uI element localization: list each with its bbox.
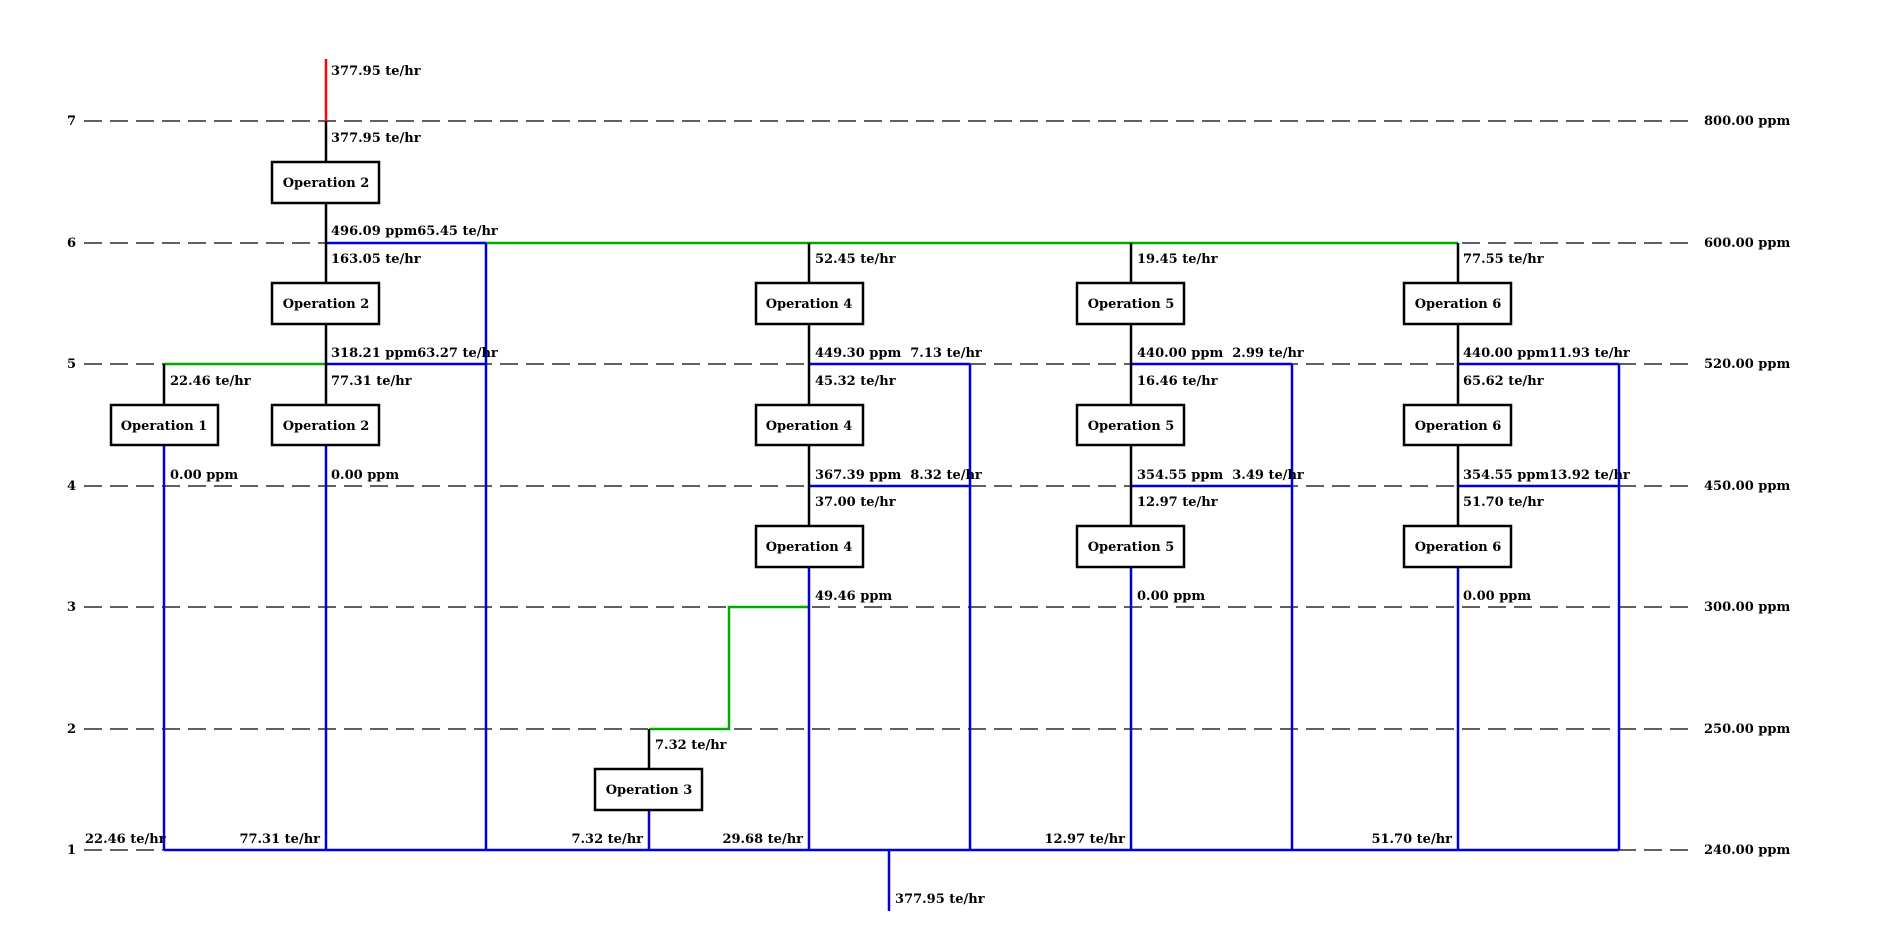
level-concentration: 600.00 ppm <box>1704 236 1790 251</box>
level-concentration-labels: 800.00 ppm 600.00 ppm 520.00 ppm 450.00 … <box>1704 114 1790 858</box>
flow-label: 163.05 te/hr <box>331 252 421 267</box>
flow-label: 12.97 te/hr <box>1137 495 1218 510</box>
flow-label: 440.00 ppm 2.99 te/hr <box>1137 346 1304 361</box>
flow-labels: 377.95 te/hr 377.95 te/hr 496.09 ppm65.4… <box>85 64 1630 907</box>
level-index: 6 <box>67 236 76 251</box>
flow-label: 45.32 te/hr <box>815 374 896 389</box>
flow-label: 22.46 te/hr <box>170 374 251 389</box>
operation-label: Operation 5 <box>1088 297 1175 312</box>
operation-node[interactable]: Operation 4 <box>754 524 865 569</box>
flow-label: 49.46 ppm <box>815 589 892 604</box>
level-index: 2 <box>67 722 76 737</box>
flow-label: 377.95 te/hr <box>331 64 421 79</box>
operation-node[interactable]: Operation 4 <box>754 281 865 326</box>
flow-label: 354.55 ppm 3.49 te/hr <box>1137 468 1304 483</box>
operation-node[interactable]: Operation 6 <box>1402 281 1513 326</box>
level-index: 4 <box>67 479 76 494</box>
operation-label: Operation 2 <box>283 419 370 434</box>
operation-label: Operation 3 <box>606 783 693 798</box>
flow-label: 0.00 ppm <box>331 468 399 483</box>
operation-node[interactable]: Operation 2 <box>270 403 381 447</box>
flow-label: 77.31 te/hr <box>239 832 320 847</box>
flow-label: 367.39 ppm 8.32 te/hr <box>815 468 982 483</box>
flow-label: 51.70 te/hr <box>1371 832 1452 847</box>
operation-label: Operation 6 <box>1415 419 1502 434</box>
operation-node[interactable]: Operation 5 <box>1075 524 1186 569</box>
operation-label: Operation 5 <box>1088 540 1175 555</box>
flow-label: 22.46 te/hr <box>85 832 166 847</box>
flow-label: 29.68 te/hr <box>722 832 803 847</box>
level-concentration: 520.00 ppm <box>1704 357 1790 372</box>
flow-label: 440.00 ppm11.93 te/hr <box>1463 346 1630 361</box>
operation-label: Operation 4 <box>766 297 853 312</box>
level-concentration: 450.00 ppm <box>1704 479 1790 494</box>
flow-label: 51.70 te/hr <box>1463 495 1544 510</box>
flow-label: 354.55 ppm13.92 te/hr <box>1463 468 1630 483</box>
level-index: 3 <box>67 600 76 615</box>
reuse-line-level3-to-2 <box>649 605 809 731</box>
level-concentration: 250.00 ppm <box>1704 722 1790 737</box>
wastewater-streams <box>162 241 1621 911</box>
flow-label: 19.45 te/hr <box>1137 252 1218 267</box>
flow-label: 318.21 ppm63.27 te/hr <box>331 346 498 361</box>
reuse-streams <box>164 241 1458 731</box>
level-concentration: 300.00 ppm <box>1704 600 1790 615</box>
flow-label: 377.95 te/hr <box>331 131 421 146</box>
level-index: 1 <box>67 843 76 858</box>
operation-label: Operation 4 <box>766 540 853 555</box>
level-index: 7 <box>67 114 76 129</box>
flow-label: 77.31 te/hr <box>331 374 412 389</box>
operation-node[interactable]: Operation 3 <box>593 767 704 812</box>
level-concentration: 240.00 ppm <box>1704 843 1790 858</box>
internal-streams <box>162 121 1460 769</box>
operation-label: Operation 6 <box>1415 297 1502 312</box>
operation-node[interactable]: Operation 2 <box>270 160 381 205</box>
flow-label: 77.55 te/hr <box>1463 252 1544 267</box>
operation-node[interactable]: Operation 6 <box>1402 524 1513 569</box>
flow-label: 377.95 te/hr <box>895 892 985 907</box>
operation-node[interactable]: Operation 4 <box>754 403 865 447</box>
operation-label: Operation 2 <box>283 297 370 312</box>
operation-label: Operation 4 <box>766 419 853 434</box>
flow-label: 12.97 te/hr <box>1044 832 1125 847</box>
flow-label: 496.09 ppm65.45 te/hr <box>331 224 498 239</box>
operation-node[interactable]: Operation 1 <box>109 403 220 447</box>
flow-label: 0.00 ppm <box>1137 589 1205 604</box>
operation-node[interactable]: Operation 2 <box>270 281 381 326</box>
flow-label: 37.00 te/hr <box>815 495 896 510</box>
operation-label: Operation 5 <box>1088 419 1175 434</box>
level-index-labels: 7 6 5 4 3 2 1 <box>67 114 76 858</box>
flow-label: 7.32 te/hr <box>571 832 643 847</box>
operation-boxes: Operation 2 Operation 2 Operation 1 Oper… <box>109 160 1513 812</box>
operation-label: Operation 2 <box>283 176 370 191</box>
flow-label: 7.32 te/hr <box>655 738 727 753</box>
flow-label: 449.30 ppm 7.13 te/hr <box>815 346 982 361</box>
level-index: 5 <box>67 357 76 372</box>
flow-label: 0.00 ppm <box>170 468 238 483</box>
operation-label: Operation 1 <box>121 419 208 434</box>
operation-node[interactable]: Operation 5 <box>1075 281 1186 326</box>
operation-label: Operation 6 <box>1415 540 1502 555</box>
flow-label: 65.62 te/hr <box>1463 374 1544 389</box>
operation-node[interactable]: Operation 5 <box>1075 403 1186 447</box>
level-concentration: 800.00 ppm <box>1704 114 1790 129</box>
flow-label: 16.46 te/hr <box>1137 374 1218 389</box>
operation-node[interactable]: Operation 6 <box>1402 403 1513 447</box>
flow-label: 0.00 ppm <box>1463 589 1531 604</box>
flow-label: 52.45 te/hr <box>815 252 896 267</box>
